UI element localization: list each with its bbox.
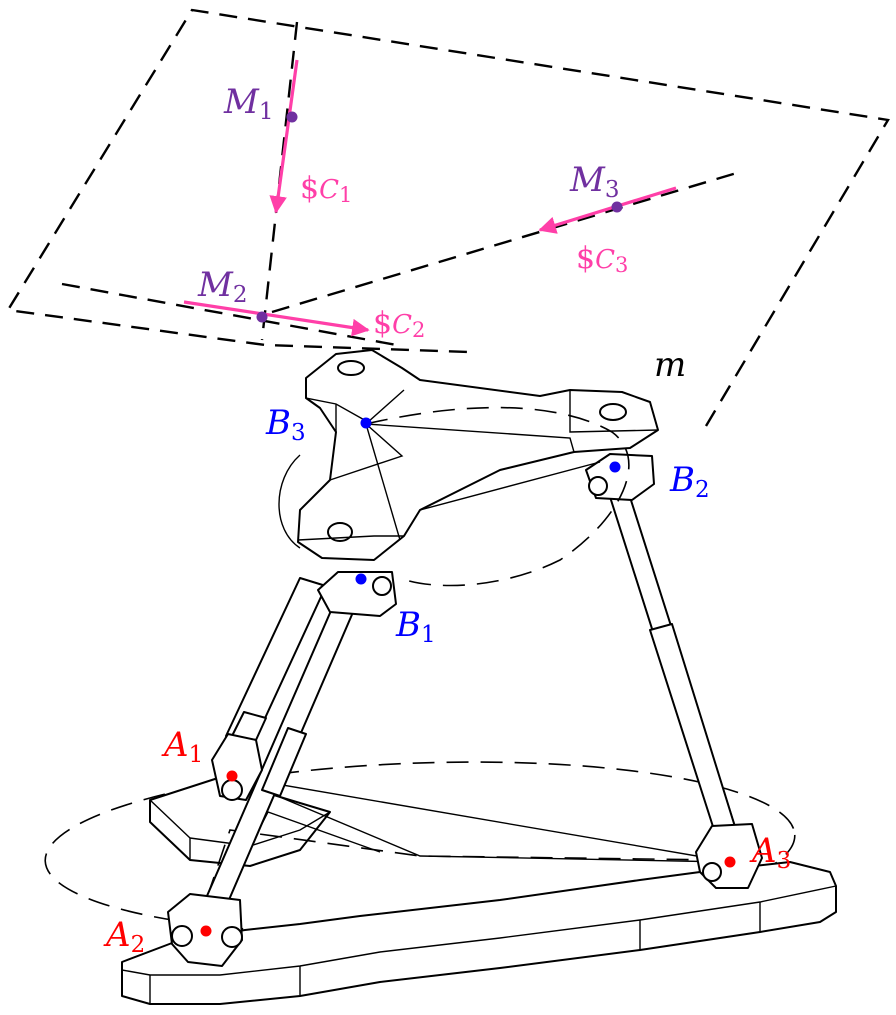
constraint-forces: [183, 59, 677, 337]
label-a3: A3: [749, 831, 791, 874]
label-plane-m: m: [654, 345, 686, 385]
point-m3: [611, 201, 623, 213]
moving-platform: [278, 349, 659, 587]
force-c2-arrow: [183, 300, 370, 337]
label-m1: M1: [223, 82, 273, 125]
points: [200, 111, 736, 937]
point-m1: [286, 111, 298, 123]
point-b3: [360, 417, 372, 429]
force-c3-arrow: [538, 186, 677, 234]
labels: M1 M2 M3 $C1 $C2 $C3 m B1 B2 B3 A1 A2 A3: [103, 82, 791, 958]
point-a2: [200, 925, 212, 937]
label-a1: A1: [161, 725, 203, 768]
point-a3: [724, 856, 736, 868]
label-b1: B1: [395, 605, 436, 648]
label-m2: M2: [197, 265, 247, 308]
label-sc2: $C2: [373, 306, 425, 342]
point-b2: [609, 461, 621, 473]
force-c1-arrow: [269, 59, 299, 214]
point-a1: [226, 770, 238, 782]
point-b1: [355, 573, 367, 585]
point-m2: [256, 311, 268, 323]
label-m3: M3: [569, 160, 619, 203]
label-sc3: $C3: [576, 241, 628, 277]
label-sc1: $C1: [300, 171, 352, 207]
label-b2: B2: [669, 460, 710, 503]
label-a2: A2: [103, 915, 145, 958]
plane-m: [6, 8, 890, 427]
label-b3: B3: [265, 403, 306, 446]
